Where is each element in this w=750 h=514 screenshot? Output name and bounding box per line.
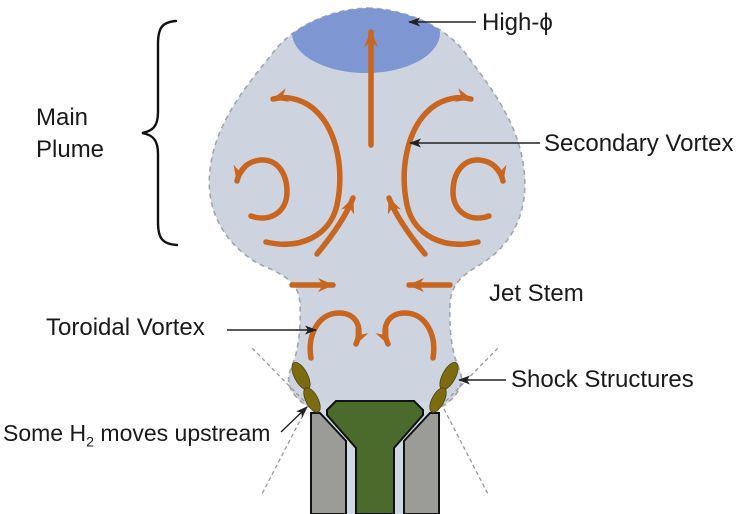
- right-outer-vortex-arrow: [401, 88, 481, 247]
- shock-structure-shapes: [291, 362, 459, 413]
- nozzle-wall-left: [310, 412, 347, 514]
- right-upflow-arrow: [386, 195, 428, 257]
- main-plume-label: Main Plume: [36, 104, 105, 163]
- left-lower-dashed-line: [261, 408, 307, 495]
- toroidal-vortex-label: Toroidal Vortex: [46, 314, 205, 341]
- left-small-vortex-arrow: [233, 157, 290, 221]
- main-plume-brace: [141, 19, 179, 247]
- left-upflow-arrow: [314, 195, 356, 257]
- label-pointer-lines: [227, 17, 540, 433]
- right-toroidal-curl-arrow: [375, 310, 437, 361]
- shock-blob-left-lower: [303, 387, 321, 413]
- shock-blob-right-lower: [429, 387, 447, 413]
- right-small-vortex-arrow: [450, 157, 507, 221]
- h2-upstream-pointer: [280, 406, 308, 433]
- nozzle-center-body: [326, 400, 424, 514]
- right-lower-dashed-line: [443, 408, 489, 495]
- h2-note-subscript: 2: [86, 434, 95, 451]
- left-toroidal-curl-arrow: [307, 310, 369, 361]
- vortex-arrows: [233, 29, 507, 361]
- left-outer-vortex-arrow: [263, 88, 343, 247]
- nozzle-wall-right: [403, 412, 440, 514]
- high-phi-label: High-ϕ: [482, 9, 553, 36]
- h2-upstream-label: Some H2 moves upstream: [3, 418, 270, 452]
- h2-note-post: moves upstream: [94, 420, 271, 446]
- jet-stem-label: Jet Stem: [489, 280, 584, 307]
- shock-structures-label: Shock Structures: [511, 366, 694, 393]
- h2-note-pre: Some H: [3, 420, 87, 446]
- shear-layer-lines: [251, 347, 499, 495]
- secondary-vortex-label: Secondary Vortex: [544, 130, 734, 157]
